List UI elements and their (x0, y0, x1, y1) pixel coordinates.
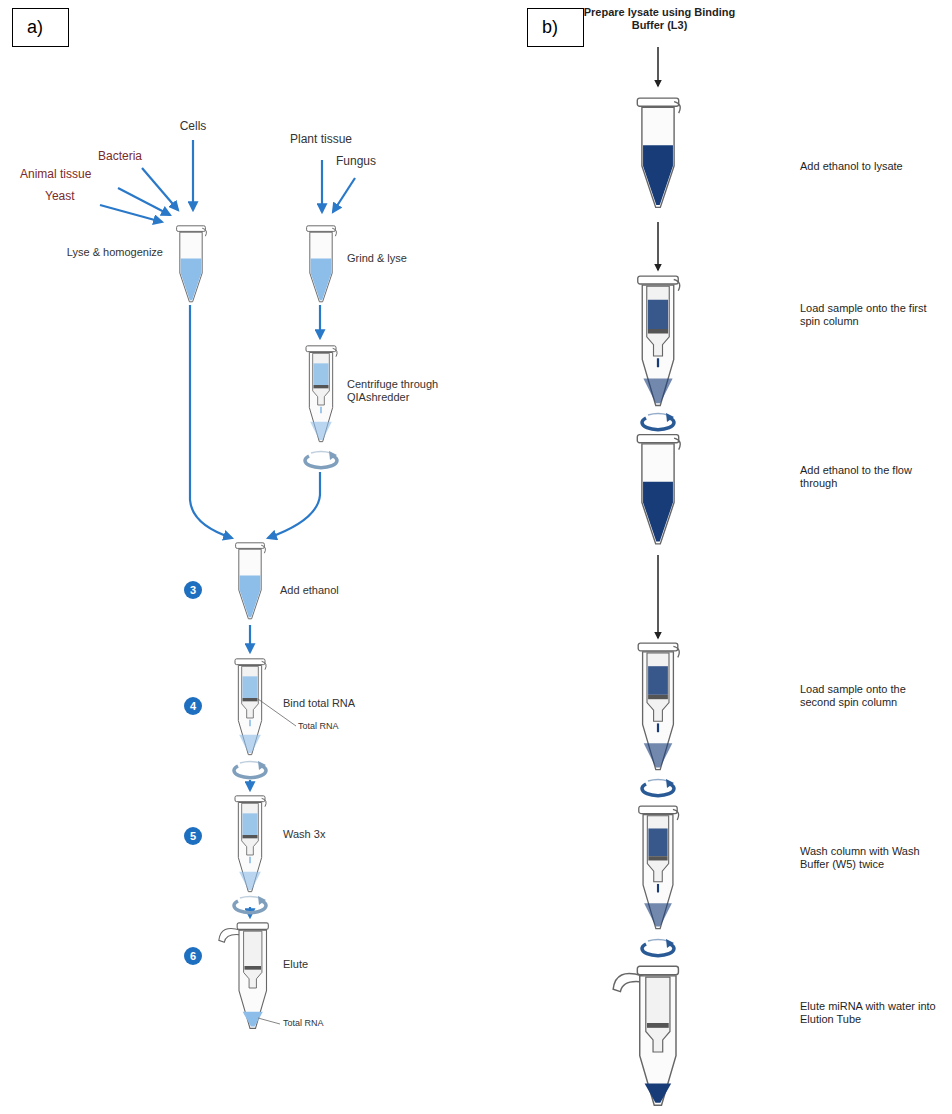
source-label: Yeast (45, 190, 95, 204)
callout-number: 6 (184, 947, 202, 965)
panel-tag: b) (527, 8, 584, 47)
step-label: Grind & lyse (347, 252, 437, 265)
step-label: Add ethanol to lysate (800, 160, 940, 173)
panel-tag: a) (12, 8, 69, 47)
part-label: Total RNA (298, 721, 368, 731)
source-label: Animal tissue (20, 168, 110, 182)
source-label: Plant tissue (290, 133, 380, 147)
step-label: Lyse & homogenize (45, 246, 163, 259)
step-label: Bind total RNA (283, 697, 393, 710)
step-label: Load sample onto the second spin column (800, 683, 940, 708)
step-label: Add ethanol (280, 584, 380, 597)
source-label: Bacteria (98, 150, 158, 164)
panel-letter: b) (542, 17, 558, 37)
callout-number: 4 (184, 697, 202, 715)
step-label: Elute (283, 958, 343, 971)
step-label: Add ethanol to the flow through (800, 464, 940, 489)
callout-number: 3 (184, 581, 202, 599)
part-label: Total RNA (283, 1018, 353, 1028)
step-label: Wash 3x (283, 828, 363, 841)
step-label: Load sample onto the first spin column (800, 302, 940, 327)
step-label: Elute miRNA with water into Elution Tube (800, 1000, 940, 1025)
step-label: Centrifuge through QIAshredder (347, 378, 447, 403)
callout-number: 5 (184, 827, 202, 845)
source-label: Cells (168, 120, 218, 134)
step-label: Wash column with Wash Buffer (W5) twice (800, 845, 940, 870)
panel-letter: a) (27, 17, 43, 37)
step-label: Prepare lysate using Binding Buffer (L3) (582, 6, 737, 31)
source-label: Fungus (336, 155, 396, 169)
